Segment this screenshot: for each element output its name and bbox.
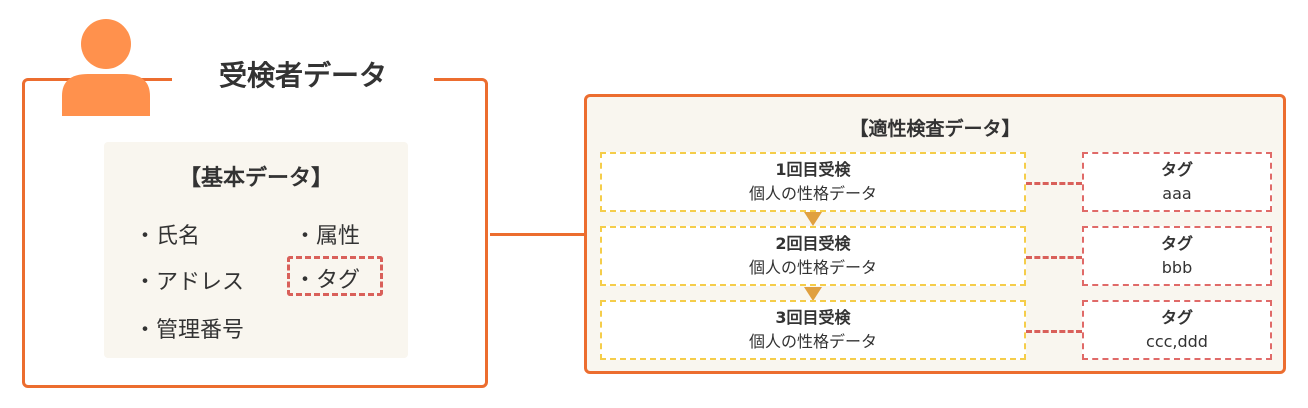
exam-1: 1回目受検個人の性格データ [600, 152, 1026, 212]
tag-value: bbb [1161, 258, 1193, 277]
tag-highlight [287, 256, 383, 296]
title-background [172, 50, 434, 106]
arrow-down-icon [804, 287, 822, 301]
exam-label: 1回目受検 [775, 160, 851, 179]
arrow-down-icon [804, 212, 822, 226]
basic-item-id: ・管理番号 [134, 318, 245, 343]
tag-value: aaa [1162, 184, 1192, 203]
tag-1: タグ aaa [1082, 152, 1272, 212]
examinee-title: 受検者データ [218, 59, 387, 92]
tag-2: タグ bbb [1082, 226, 1272, 286]
exam-desc: 個人の性格データ [748, 184, 877, 203]
basic-data-panel [104, 142, 408, 358]
tag-value: ccc,ddd [1146, 332, 1208, 351]
connector-line [490, 233, 586, 236]
aptitude-title: 【適性検査データ】 [849, 118, 1021, 140]
tag-label: タグ [1160, 234, 1193, 253]
basic-data-title: 【基本データ】 [178, 166, 333, 191]
person-icon [62, 19, 150, 116]
tag-label: タグ [1160, 160, 1193, 179]
exam-label: 3回目受検 [775, 308, 851, 327]
exam-desc: 個人の性格データ [748, 332, 877, 351]
exam-2: 2回目受検個人の性格データ [600, 226, 1026, 286]
exam-3: 3回目受検個人の性格データ [600, 300, 1026, 360]
basic-item-attribute: ・属性 [294, 224, 361, 249]
exam-label: 2回目受検 [775, 234, 851, 253]
tag-connector [1026, 330, 1082, 333]
tag-3: タグ ccc,ddd [1082, 300, 1272, 360]
basic-item-tag: ・タグ [294, 268, 361, 293]
tag-connector [1026, 256, 1082, 259]
basic-item-address: ・アドレス [134, 270, 245, 295]
exam-desc: 個人の性格データ [748, 258, 877, 277]
tag-label: タグ [1160, 308, 1193, 327]
tag-connector [1026, 182, 1082, 185]
basic-item-name: ・氏名 [134, 224, 201, 249]
